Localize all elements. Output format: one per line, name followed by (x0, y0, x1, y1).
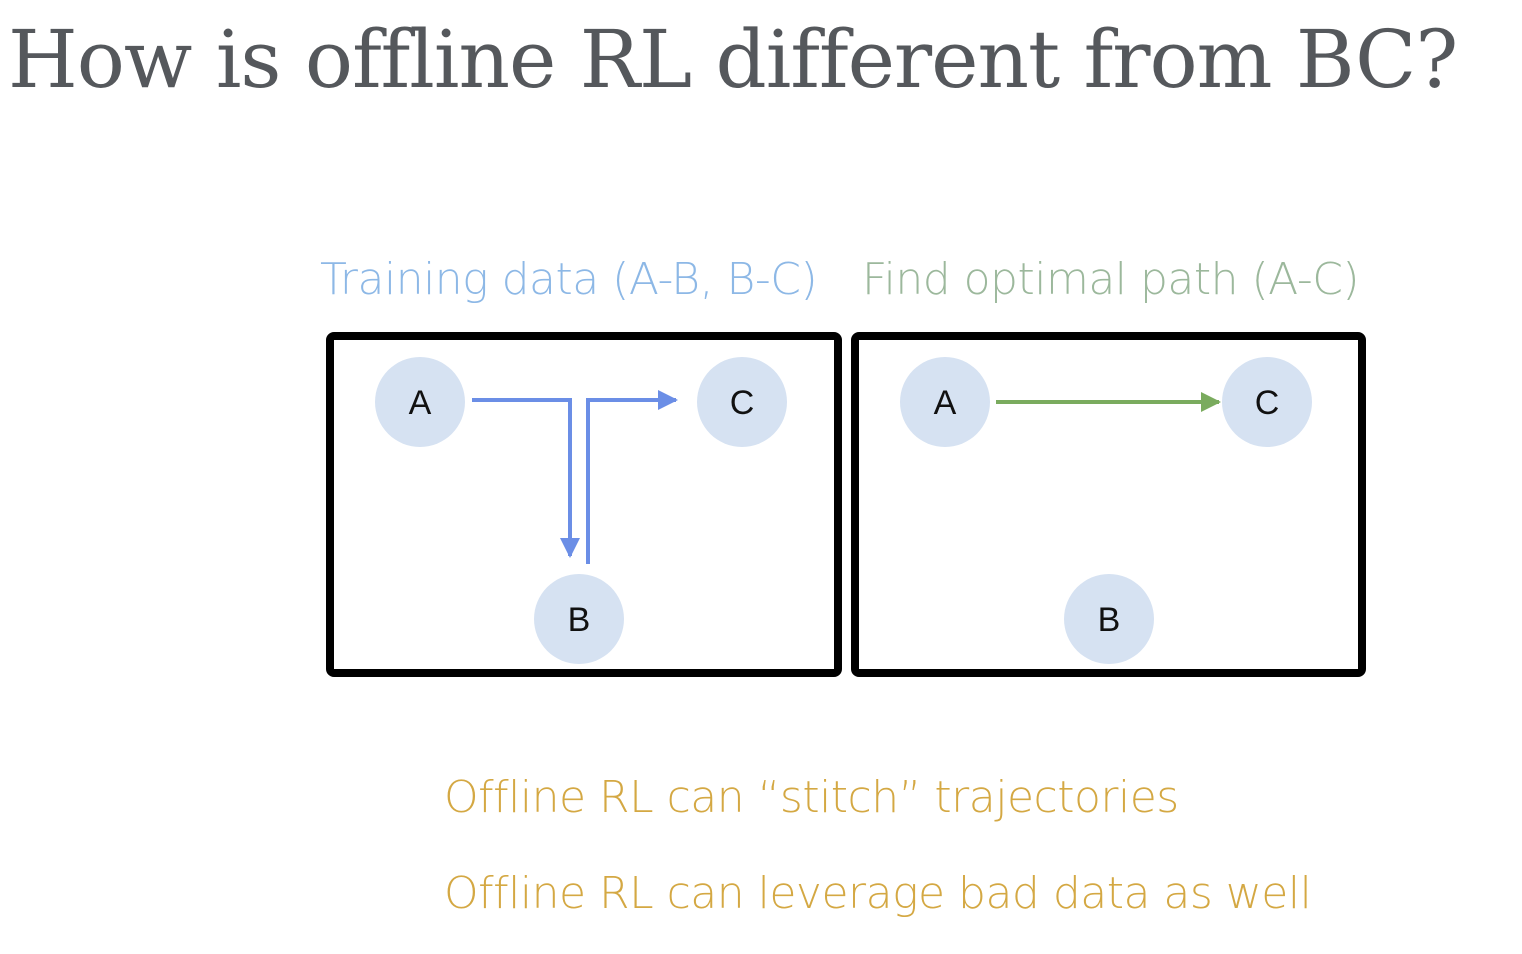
leverage-bad-data-point: Offline RL can leverage bad data as well (444, 868, 1312, 919)
node-c-circle (1222, 357, 1312, 447)
node-c: C (1222, 357, 1312, 447)
slide-title: How is offline RL different from BC? (8, 13, 1458, 106)
node-a-label: A (409, 384, 432, 422)
node-c-circle (697, 357, 787, 447)
optimal-path-caption: Find optimal path (A-C) (862, 254, 1360, 305)
node-b: B (534, 574, 624, 664)
node-c-label: C (730, 384, 755, 422)
trajectory-a-to-b-arrow (472, 398, 580, 558)
training-data-panel: A C B (326, 332, 842, 677)
node-a: A (375, 357, 465, 447)
node-b-label: B (1098, 601, 1121, 639)
node-a: A (900, 357, 990, 447)
node-b: B (1064, 574, 1154, 664)
optimal-panel-border (851, 332, 1366, 677)
training-panel-border (326, 332, 842, 677)
node-b-circle (534, 574, 624, 664)
node-b-circle (1064, 574, 1154, 664)
node-c-label: C (1255, 384, 1280, 422)
node-a-circle (900, 357, 990, 447)
trajectory-b-to-c-arrow (586, 390, 678, 564)
stitch-trajectories-point: Offline RL can “stitch” trajectories (444, 772, 1179, 823)
node-a-label: A (934, 384, 957, 422)
node-b-label: B (568, 601, 591, 639)
training-data-caption: Training data (A-B, B-C) (320, 254, 818, 305)
optimal-path-panel: A C B (851, 332, 1366, 677)
node-c: C (697, 357, 787, 447)
node-a-circle (375, 357, 465, 447)
